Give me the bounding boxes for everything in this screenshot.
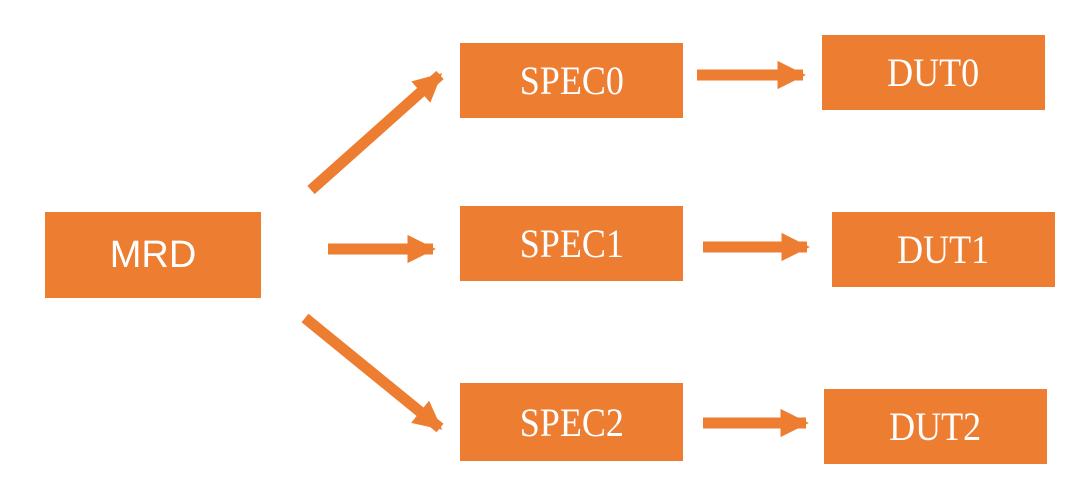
node-spec2: SPEC2: [460, 383, 683, 461]
node-dut2-label: DUT2: [889, 404, 982, 449]
node-mrd: MRD: [45, 212, 261, 298]
arrow-mrd-to-spec0: [307, 70, 444, 195]
node-spec2-label: SPEC2: [519, 399, 624, 445]
node-spec0-label: SPEC0: [519, 58, 624, 103]
node-dut1: DUT1: [832, 212, 1055, 287]
node-spec1: SPEC1: [460, 206, 683, 281]
node-dut2: DUT2: [824, 389, 1047, 464]
arrow-mrd-to-spec2: [301, 313, 444, 433]
node-mrd-label: MRD: [109, 233, 197, 276]
node-spec1-label: SPEC1: [519, 221, 624, 266]
node-spec0: SPEC0: [460, 43, 683, 118]
node-dut0: DUT0: [822, 35, 1045, 110]
node-dut0-label: DUT0: [887, 50, 980, 95]
node-dut1-label: DUT1: [897, 227, 990, 272]
